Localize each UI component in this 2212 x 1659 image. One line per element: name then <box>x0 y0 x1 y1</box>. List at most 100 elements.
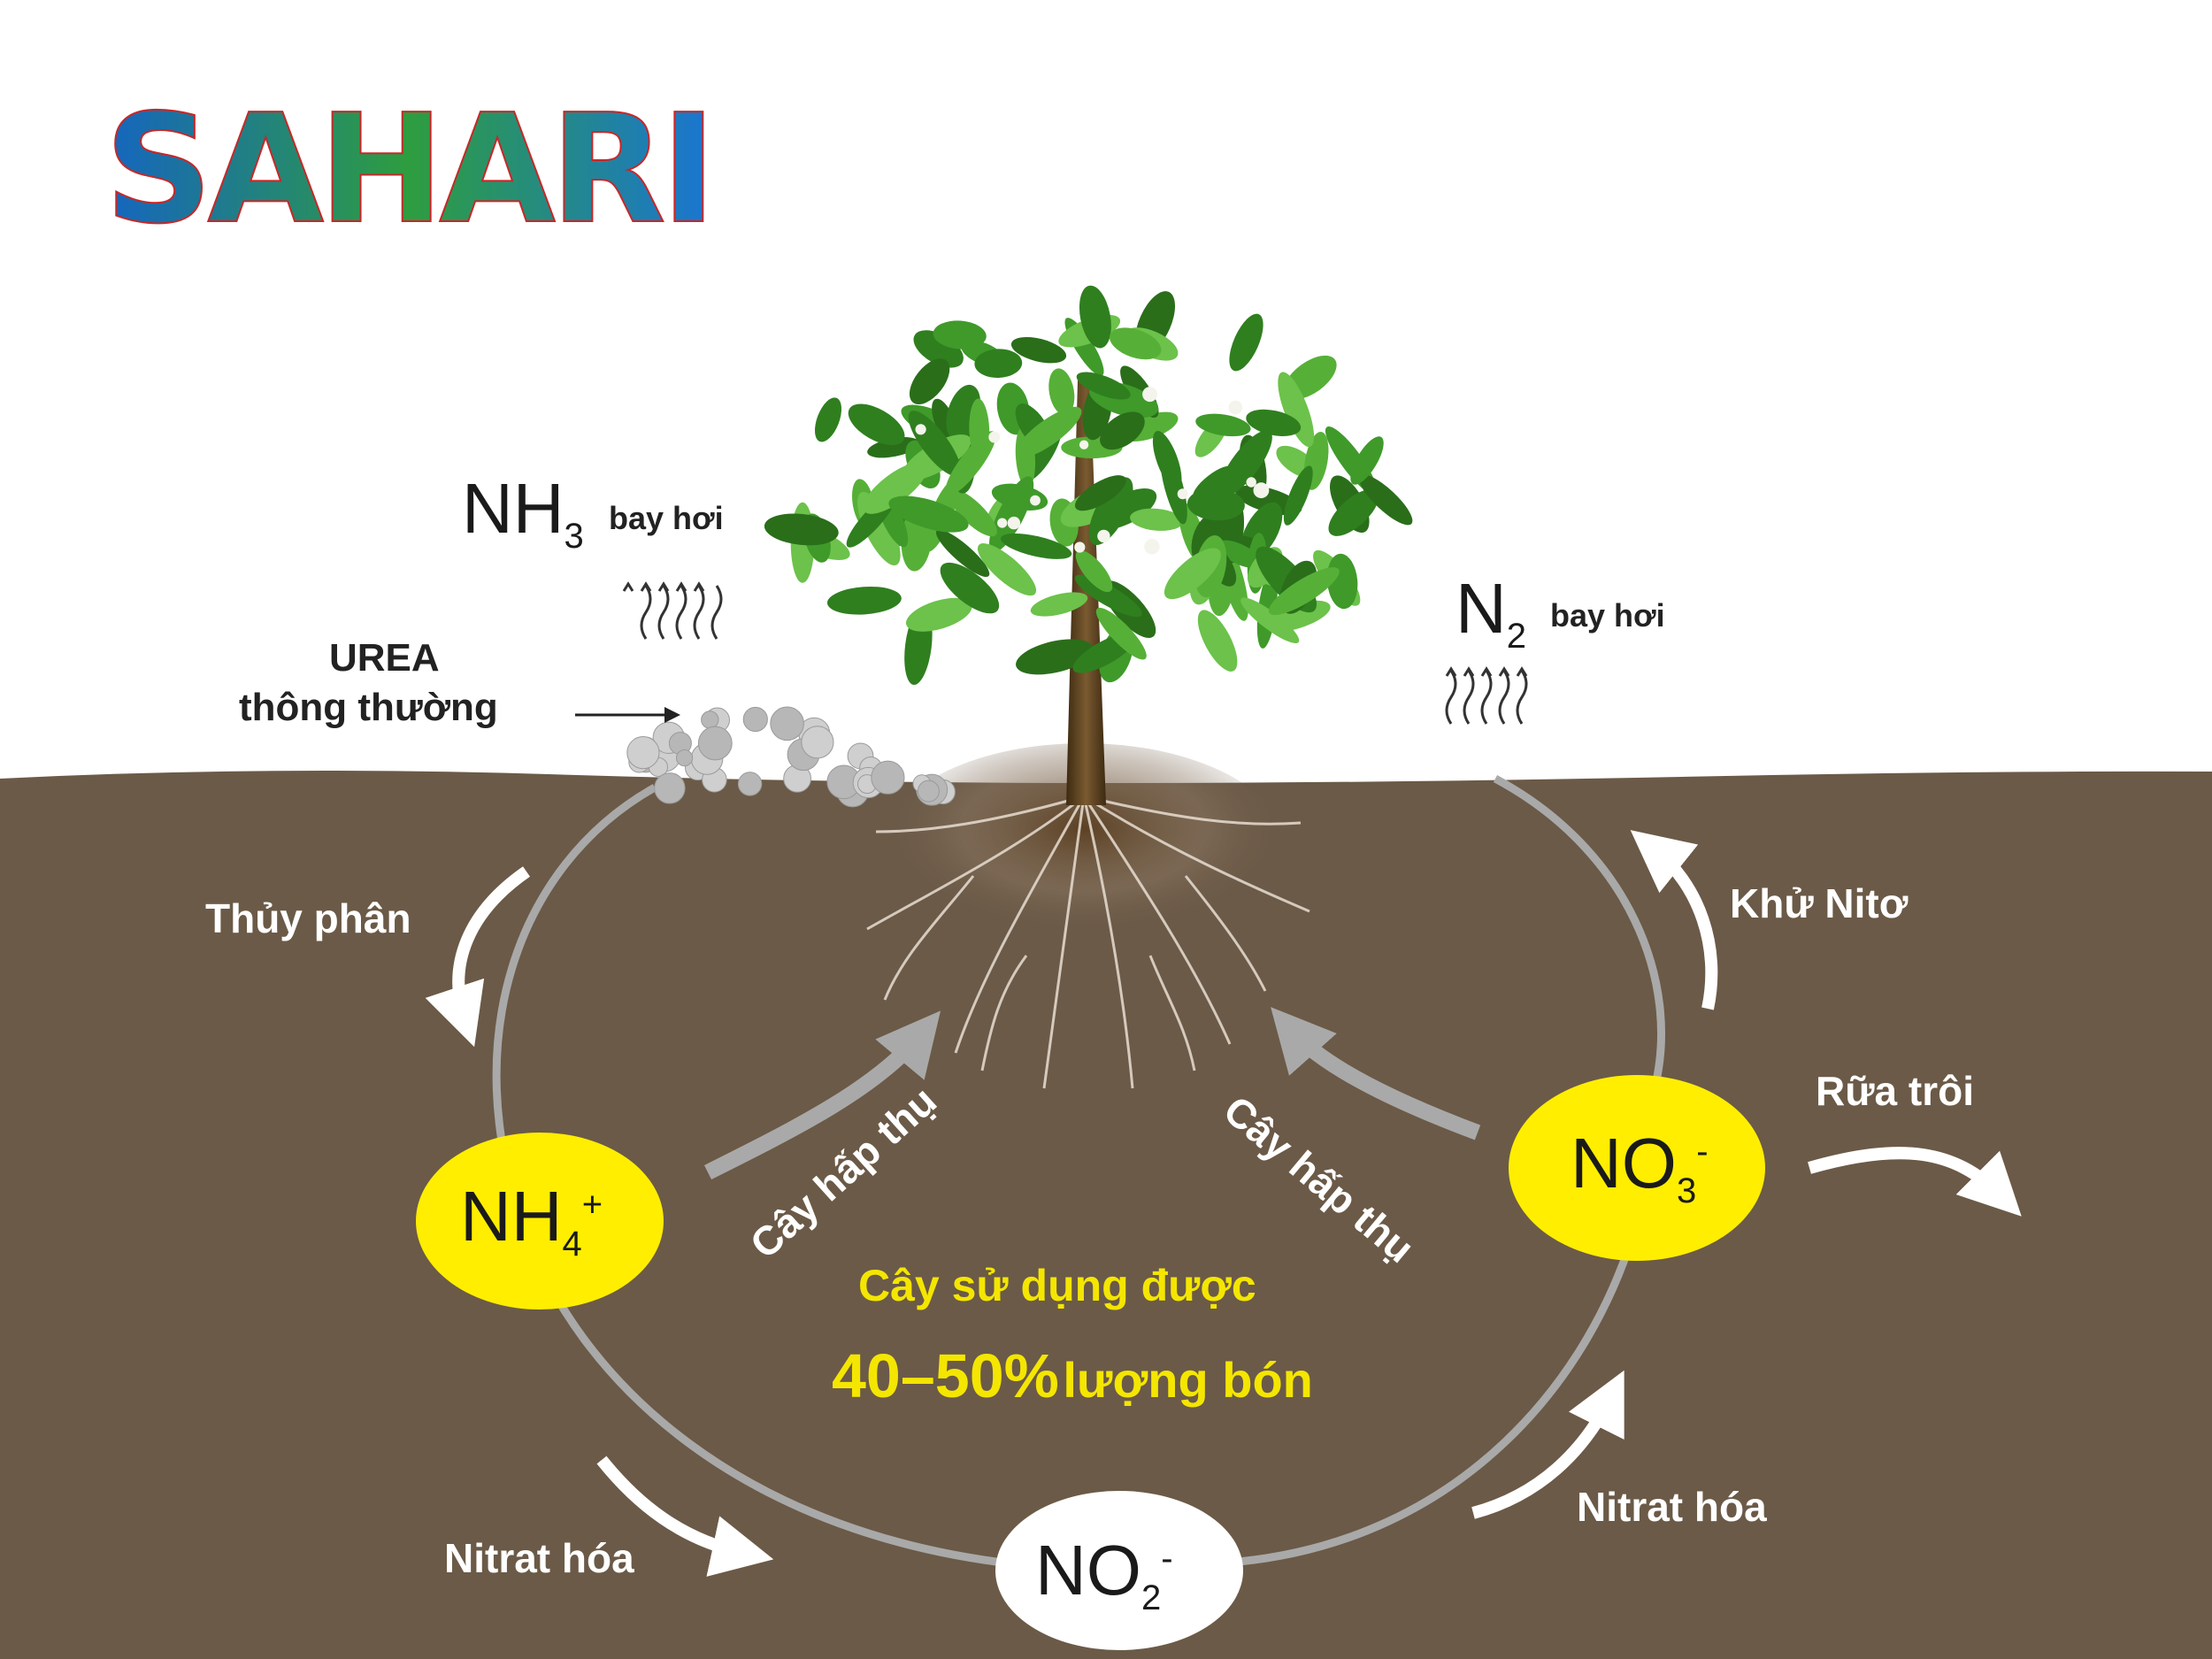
leaf <box>1100 411 1145 450</box>
root-mass <box>880 743 1287 956</box>
wisp <box>675 585 687 640</box>
leaching-arrow <box>1808 1147 2022 1217</box>
leaf <box>935 529 990 577</box>
wisp-head <box>675 581 687 592</box>
leaf <box>1278 372 1315 448</box>
leaf <box>1016 406 1082 458</box>
leaf <box>1088 477 1133 545</box>
no3-sup: - <box>1696 1132 1709 1171</box>
leaf <box>888 495 969 533</box>
leaf <box>764 513 839 546</box>
wisp-head <box>640 581 652 592</box>
leaf <box>1075 549 1113 593</box>
uptake-right-arrow <box>1271 1007 1481 1141</box>
n2-label: N2 <box>1455 573 1526 655</box>
wisp-head <box>1463 666 1475 677</box>
nh3-base: NH <box>462 469 565 548</box>
wisp <box>1463 670 1475 725</box>
leaf <box>1283 465 1313 526</box>
flower-dot <box>1144 539 1160 555</box>
urea-granule <box>701 710 719 729</box>
nh3-sub: 3 <box>564 517 584 556</box>
leaf <box>1074 475 1126 511</box>
hydrolysis-label: Thủy phân <box>205 895 411 941</box>
leaf <box>1350 436 1384 485</box>
wisp-head <box>1480 666 1493 677</box>
wisp-head <box>1516 666 1528 677</box>
flower-dot <box>915 424 926 435</box>
urea-granule <box>917 780 940 803</box>
flower-dot <box>1007 516 1021 530</box>
wisp-head <box>622 581 634 592</box>
flower-dot <box>997 518 1008 528</box>
nh3-note: bay hơi <box>609 500 724 536</box>
leaf <box>1000 533 1072 559</box>
leaf <box>913 330 964 368</box>
urea-label-line1: UREA <box>329 636 440 680</box>
leaf <box>1229 313 1263 372</box>
urea-granule <box>871 760 905 795</box>
leaf <box>933 320 987 349</box>
cycle-path-right <box>1493 775 1665 1090</box>
logo-text: SAHARI <box>104 88 711 248</box>
nh4-base: NH <box>460 1177 563 1256</box>
no2-sub: 2 <box>1141 1578 1162 1617</box>
denitrification-arrow <box>1630 830 1718 1010</box>
leaf <box>969 398 990 463</box>
no3-ellipse <box>1509 1075 1765 1261</box>
urea-granule <box>626 736 660 770</box>
leaf <box>977 543 1037 596</box>
sahari-logo: SAHARI <box>104 88 718 248</box>
tree-trunk <box>1066 380 1106 805</box>
urea-granule <box>676 749 694 767</box>
urea-granule <box>737 772 763 796</box>
nh4-sup: + <box>581 1185 603 1225</box>
nitrification-left-label: Nitrat hóa <box>444 1535 634 1581</box>
flower-dot <box>1074 541 1086 553</box>
leaf <box>909 358 950 404</box>
leaf <box>826 586 902 615</box>
tree-canopy <box>764 285 1413 686</box>
wisp <box>1445 670 1457 725</box>
leaf <box>989 476 1034 552</box>
leaf <box>1130 508 1184 531</box>
no2-base: NO <box>1035 1531 1141 1609</box>
leaf <box>1095 607 1147 660</box>
flower-dot <box>1142 387 1158 403</box>
leaf <box>1048 368 1075 416</box>
nh3-label: NH3 <box>462 473 584 556</box>
leaf <box>814 397 842 442</box>
flower-dot <box>1030 495 1041 506</box>
leaf <box>1240 597 1300 643</box>
leaf <box>1079 285 1111 349</box>
flower-dot <box>1177 488 1188 500</box>
nh4-label: NH4+ <box>460 1181 603 1263</box>
center-line2: 40–50% lượng bón <box>832 1345 1313 1407</box>
no2-sup: - <box>1161 1539 1173 1578</box>
wisp <box>640 585 652 640</box>
flower-dot <box>1253 482 1270 499</box>
urea-label-line2: thông thường <box>239 686 498 729</box>
leaf <box>848 403 905 446</box>
flower-dot <box>1228 400 1243 415</box>
n2-base: N <box>1455 569 1507 648</box>
nh3-evaporation-wisps <box>622 581 723 640</box>
center-percent: 40–50% <box>832 1341 1059 1410</box>
leaf <box>1246 409 1302 436</box>
nitrification-left-arrow <box>596 1455 774 1577</box>
leaf <box>1160 448 1187 525</box>
urea-granule <box>801 726 834 759</box>
no3-sub: 3 <box>1677 1171 1697 1210</box>
leaf <box>1195 413 1251 437</box>
wisp <box>657 585 670 640</box>
wisp-head <box>1498 666 1510 677</box>
center-line1: Cây sử dụng được <box>858 1261 1256 1310</box>
urea-granule <box>770 706 804 741</box>
denitrification-label: Khử Nitơ <box>1730 880 1909 926</box>
leaf <box>1076 372 1131 400</box>
n2-note: bay hơi <box>1550 597 1665 634</box>
leaf <box>1164 548 1221 600</box>
leaching-label: Rữa trôi <box>1816 1068 1974 1114</box>
urea-granule <box>697 726 733 761</box>
hydrolysis-arrow <box>425 866 530 1048</box>
